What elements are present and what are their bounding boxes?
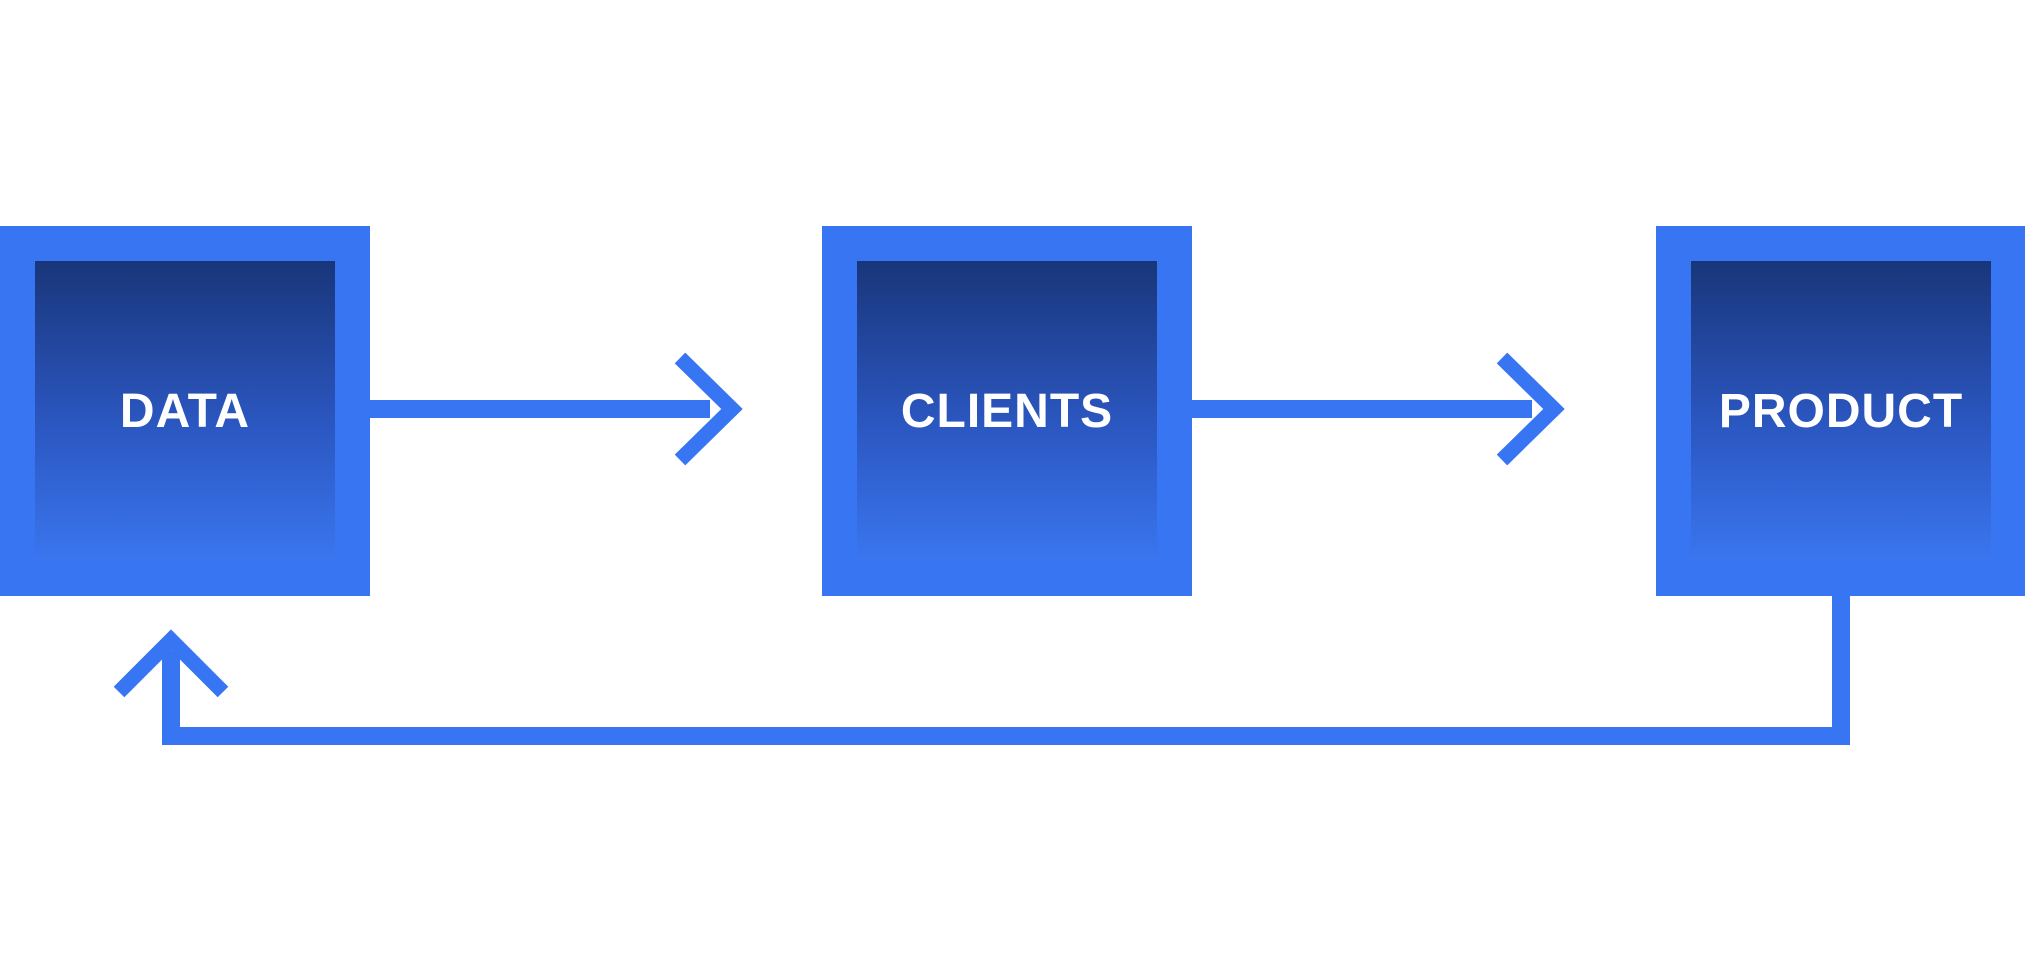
edge-clients-to-product xyxy=(1192,352,1565,466)
node-clients-label: CLIENTS xyxy=(900,384,1114,438)
node-data-inner: DATA xyxy=(35,261,335,561)
edge-line xyxy=(162,596,1850,745)
edge-line xyxy=(370,400,710,418)
edge-product-to-data xyxy=(113,596,1850,745)
node-clients: CLIENTS xyxy=(822,226,1192,596)
edge-line xyxy=(171,596,1850,745)
arrowhead-icon xyxy=(674,352,743,466)
edge-data-to-clients xyxy=(370,352,743,466)
arrowhead-icon xyxy=(1496,352,1565,466)
node-data-label: DATA xyxy=(119,384,251,438)
node-data: DATA xyxy=(0,226,370,596)
node-product-inner: PRODUCT xyxy=(1691,261,1991,561)
node-product: PRODUCT xyxy=(1656,226,2025,596)
arrowhead-icon xyxy=(113,629,229,698)
edge-line xyxy=(1192,400,1532,418)
node-product-label: PRODUCT xyxy=(1718,384,1964,438)
node-clients-inner: CLIENTS xyxy=(857,261,1157,561)
